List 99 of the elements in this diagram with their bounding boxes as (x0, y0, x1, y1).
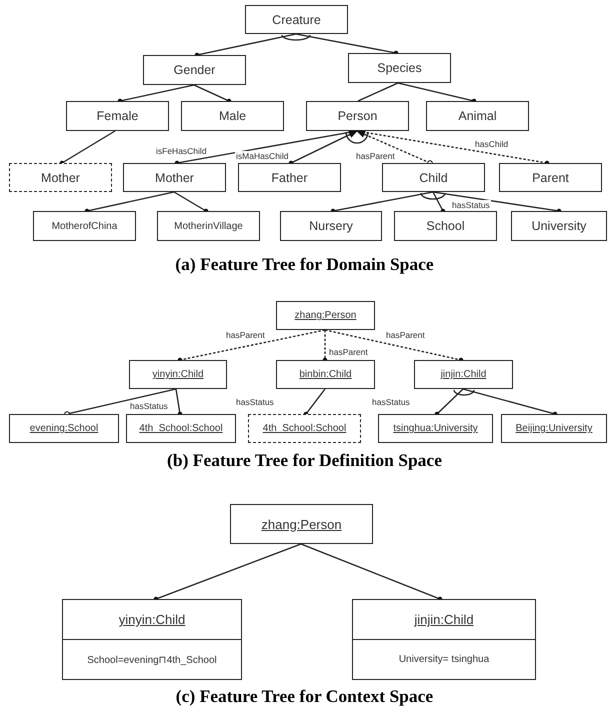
connector (60, 130, 116, 166)
connector (432, 192, 446, 214)
feature-name: binbin:Child (299, 369, 352, 380)
feature-box (501, 414, 607, 443)
edge-label: hasStatus (451, 200, 491, 210)
feature-box (511, 211, 607, 241)
connector (432, 191, 562, 214)
feature-box (348, 53, 451, 83)
feature-box (143, 55, 246, 85)
connector (288, 130, 358, 166)
feature-box (230, 504, 373, 544)
feature-box (238, 163, 341, 192)
feature-box (157, 211, 260, 241)
connector (330, 191, 434, 214)
feature-name: 4th_School:School (262, 423, 346, 434)
feature-name: zhang:Person (294, 310, 356, 321)
connector (358, 82, 398, 102)
feature-name: Animal (458, 109, 497, 123)
feature-box (394, 211, 497, 241)
feature-box (9, 163, 112, 192)
connector (118, 84, 194, 104)
feature-name: zhang:Person (261, 516, 342, 532)
dashed-connector (178, 329, 326, 362)
feature-name: yinyin:Child (118, 612, 186, 627)
connector (304, 388, 326, 416)
edge-label: hasParent (385, 330, 426, 340)
feature-name: evening:School (30, 423, 98, 434)
feature-box (126, 414, 236, 443)
feature-name: MotherofChina (52, 220, 118, 232)
feature-name: Female (96, 109, 138, 123)
connector (300, 543, 442, 602)
dashed-connector (324, 329, 464, 362)
feature-box (181, 101, 284, 131)
connector (154, 543, 302, 602)
feature-box (129, 360, 227, 389)
feature-box (378, 414, 493, 443)
feature-box (306, 101, 409, 131)
feature-box (426, 101, 529, 131)
feature-box (248, 414, 361, 443)
connector (194, 33, 296, 58)
attribute-text: University= tsinghua (398, 654, 490, 665)
feature-box (382, 163, 485, 192)
dashed-connector (356, 130, 433, 166)
feature-name: Creature (272, 12, 321, 26)
connector (194, 84, 232, 104)
connector (84, 191, 174, 214)
edge-label: hasParent (355, 151, 396, 161)
feature-box (280, 211, 382, 241)
edge-label: hasStatus (235, 397, 275, 407)
feature-name: Species (377, 61, 422, 75)
feature-name: jinjin:Child (440, 369, 486, 380)
object-box (352, 599, 536, 680)
connector (462, 388, 558, 416)
feature-name: Nursery (309, 219, 353, 233)
feature-name: Person (338, 109, 378, 123)
edge-label: isMaHasChild (235, 151, 290, 161)
connector (434, 388, 464, 416)
figure-caption: (a) Feature Tree for Domain Space (175, 254, 434, 275)
feature-name: jinjin:Child (414, 612, 474, 627)
edge-label: hasStatus (129, 401, 169, 411)
feature-name: Beijing:University (516, 423, 592, 434)
dashed-connector (322, 330, 328, 362)
attribute-text: School=evening⊓4th_School (87, 654, 217, 666)
edge-label: hasChild (474, 139, 510, 149)
feature-name: Parent (532, 170, 569, 184)
connector (296, 33, 398, 56)
edge-label: hasStatus (371, 397, 411, 407)
object-box (62, 599, 242, 680)
feature-box (499, 163, 602, 192)
feature-name: Male (218, 109, 246, 123)
dashed-connector (356, 128, 550, 166)
feature-name: Child (419, 170, 448, 184)
figure-caption: (c) Feature Tree for Context Space (176, 686, 434, 707)
edge-label: hasParent (225, 330, 266, 340)
connector (175, 388, 182, 416)
feature-name: University (532, 219, 586, 233)
feature-name: Mother (41, 170, 80, 184)
figure-caption: (b) Feature Tree for Definition Space (167, 450, 442, 471)
connector (398, 82, 476, 104)
feature-box (276, 360, 375, 389)
connector (64, 388, 176, 417)
connector (174, 191, 208, 214)
feature-box (245, 5, 348, 34)
feature-box (414, 360, 513, 389)
feature-name: yinyin:Child (152, 369, 204, 380)
feature-box (9, 414, 119, 443)
feature-box (66, 101, 169, 131)
feature-name: Gender (174, 63, 216, 77)
feature-box (276, 301, 375, 330)
feature-name: Father (271, 170, 308, 184)
feature-name: 4th_School:School (139, 423, 223, 434)
feature-name: Mother (155, 170, 194, 184)
feature-name: MotherinVillage (174, 220, 243, 232)
edge-label: isFeHasChild (155, 146, 208, 156)
feature-name: tsinghua:University (393, 423, 478, 434)
feature-box (33, 211, 136, 241)
feature-name: School (426, 219, 465, 233)
edge-label: hasParent (328, 347, 369, 357)
feature-box (123, 163, 226, 192)
